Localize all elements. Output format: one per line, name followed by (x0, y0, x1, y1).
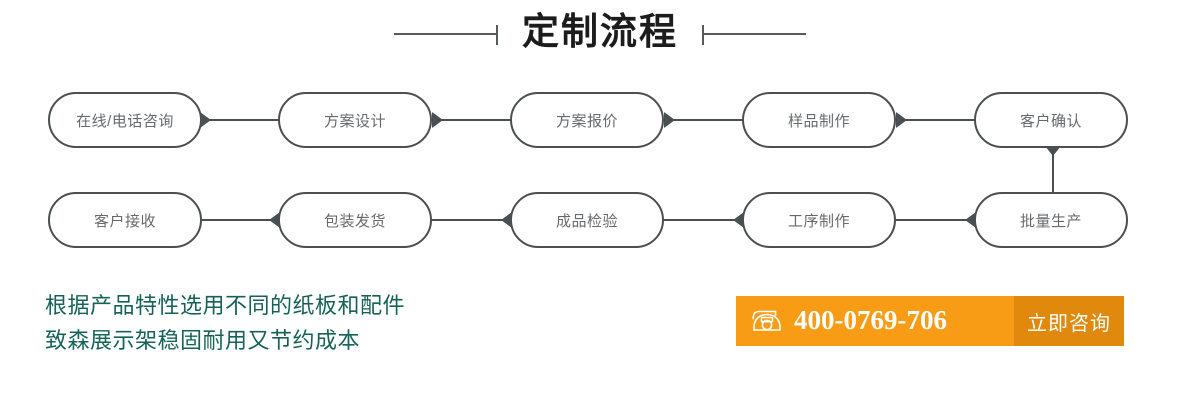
tagline-line-2: 致森展示架稳固耐用又节约成本 (45, 328, 361, 353)
title-rule-left (394, 23, 498, 45)
page-title: 定制流程 (522, 12, 678, 53)
flow-arrow-left-2-1 (501, 212, 512, 228)
contact-phone-block: 400-0769-706 (736, 296, 1014, 346)
flow-node-label: 方案报价 (555, 112, 618, 130)
flow-connector-2-2 (664, 219, 744, 221)
section-title: 定制流程 (0, 6, 1200, 62)
flow-node-packaging-shipment[interactable]: 包装发货 (278, 192, 432, 248)
flow-row-1: 在线/电话咨询 方案设计 方案报价 样品制作 客户确认 (48, 92, 1158, 148)
tagline: 根据产品特性选用不同的纸板和配件 致森展示架稳固耐用又节约成本 (45, 288, 515, 358)
flow-connector-2-0 (200, 219, 280, 221)
title-rule-left-tick (496, 25, 498, 45)
flow-node-customer-receipt[interactable]: 客户接收 (48, 192, 202, 248)
flow-node-label: 批量生产 (1019, 212, 1082, 230)
flow-node-customer-confirmation[interactable]: 客户确认 (974, 92, 1128, 148)
flow-node-online-phone-consult[interactable]: 在线/电话咨询 (48, 92, 202, 148)
consult-now-label: 立即咨询 (1027, 312, 1111, 335)
flow-node-label: 客户确认 (1019, 112, 1082, 130)
title-rule-right (702, 23, 806, 45)
flow-arrow-right-1-3 (896, 112, 907, 128)
title-rule-right-bar (702, 33, 806, 35)
flow-arrow-left-2-3 (965, 212, 976, 228)
flow-node-mass-production[interactable]: 批量生产 (974, 192, 1128, 248)
flow-row-2: 客户接收 包装发货 成品检验 工序制作 批量生产 (48, 192, 1158, 248)
title-rule-left-bar (394, 33, 498, 35)
flow-node-label: 包装发货 (323, 212, 386, 230)
flow-node-process-production[interactable]: 工序制作 (742, 192, 896, 248)
flow-arrow-left-2-0 (269, 212, 280, 228)
flow-connector-1-3 (896, 119, 976, 121)
phone-number: 400-0769-706 (794, 304, 947, 335)
flow-connector-2-1 (432, 219, 512, 221)
process-flow-chart: 在线/电话咨询 方案设计 方案报价 样品制作 客户确认 客户接收 包装发货 (0, 80, 1200, 260)
telephone-icon (750, 308, 784, 334)
flow-connector-1-0 (200, 119, 280, 121)
flow-node-label: 样品制作 (787, 112, 850, 130)
flow-node-finished-product-inspection[interactable]: 成品检验 (510, 192, 664, 248)
flow-node-label: 工序制作 (787, 212, 850, 230)
consult-now-button[interactable]: 立即咨询 (1014, 296, 1124, 346)
flow-connector-vertical (1052, 146, 1054, 194)
flow-arrow-down-icon (1045, 146, 1061, 156)
flow-node-scheme-design[interactable]: 方案设计 (278, 92, 432, 148)
flow-connector-1-1 (432, 119, 512, 121)
flow-arrow-right-1-2 (664, 112, 675, 128)
title-rule-right-tick (702, 25, 704, 45)
flow-node-scheme-quotation[interactable]: 方案报价 (510, 92, 664, 148)
flow-node-label: 方案设计 (323, 112, 386, 130)
flow-arrow-left-2-2 (733, 212, 744, 228)
contact-bar: 400-0769-706 立即咨询 (736, 296, 1124, 346)
flow-connector-1-2 (664, 119, 744, 121)
flow-arrow-right-1-0 (200, 112, 211, 128)
flow-arrow-right-1-1 (432, 112, 443, 128)
flow-node-label: 客户接收 (93, 212, 156, 230)
flow-node-sample-production[interactable]: 样品制作 (742, 92, 896, 148)
flow-node-label: 在线/电话咨询 (76, 112, 174, 130)
flow-connector-2-3 (896, 219, 976, 221)
tagline-line-1: 根据产品特性选用不同的纸板和配件 (45, 293, 406, 318)
flow-node-label: 成品检验 (555, 212, 618, 230)
